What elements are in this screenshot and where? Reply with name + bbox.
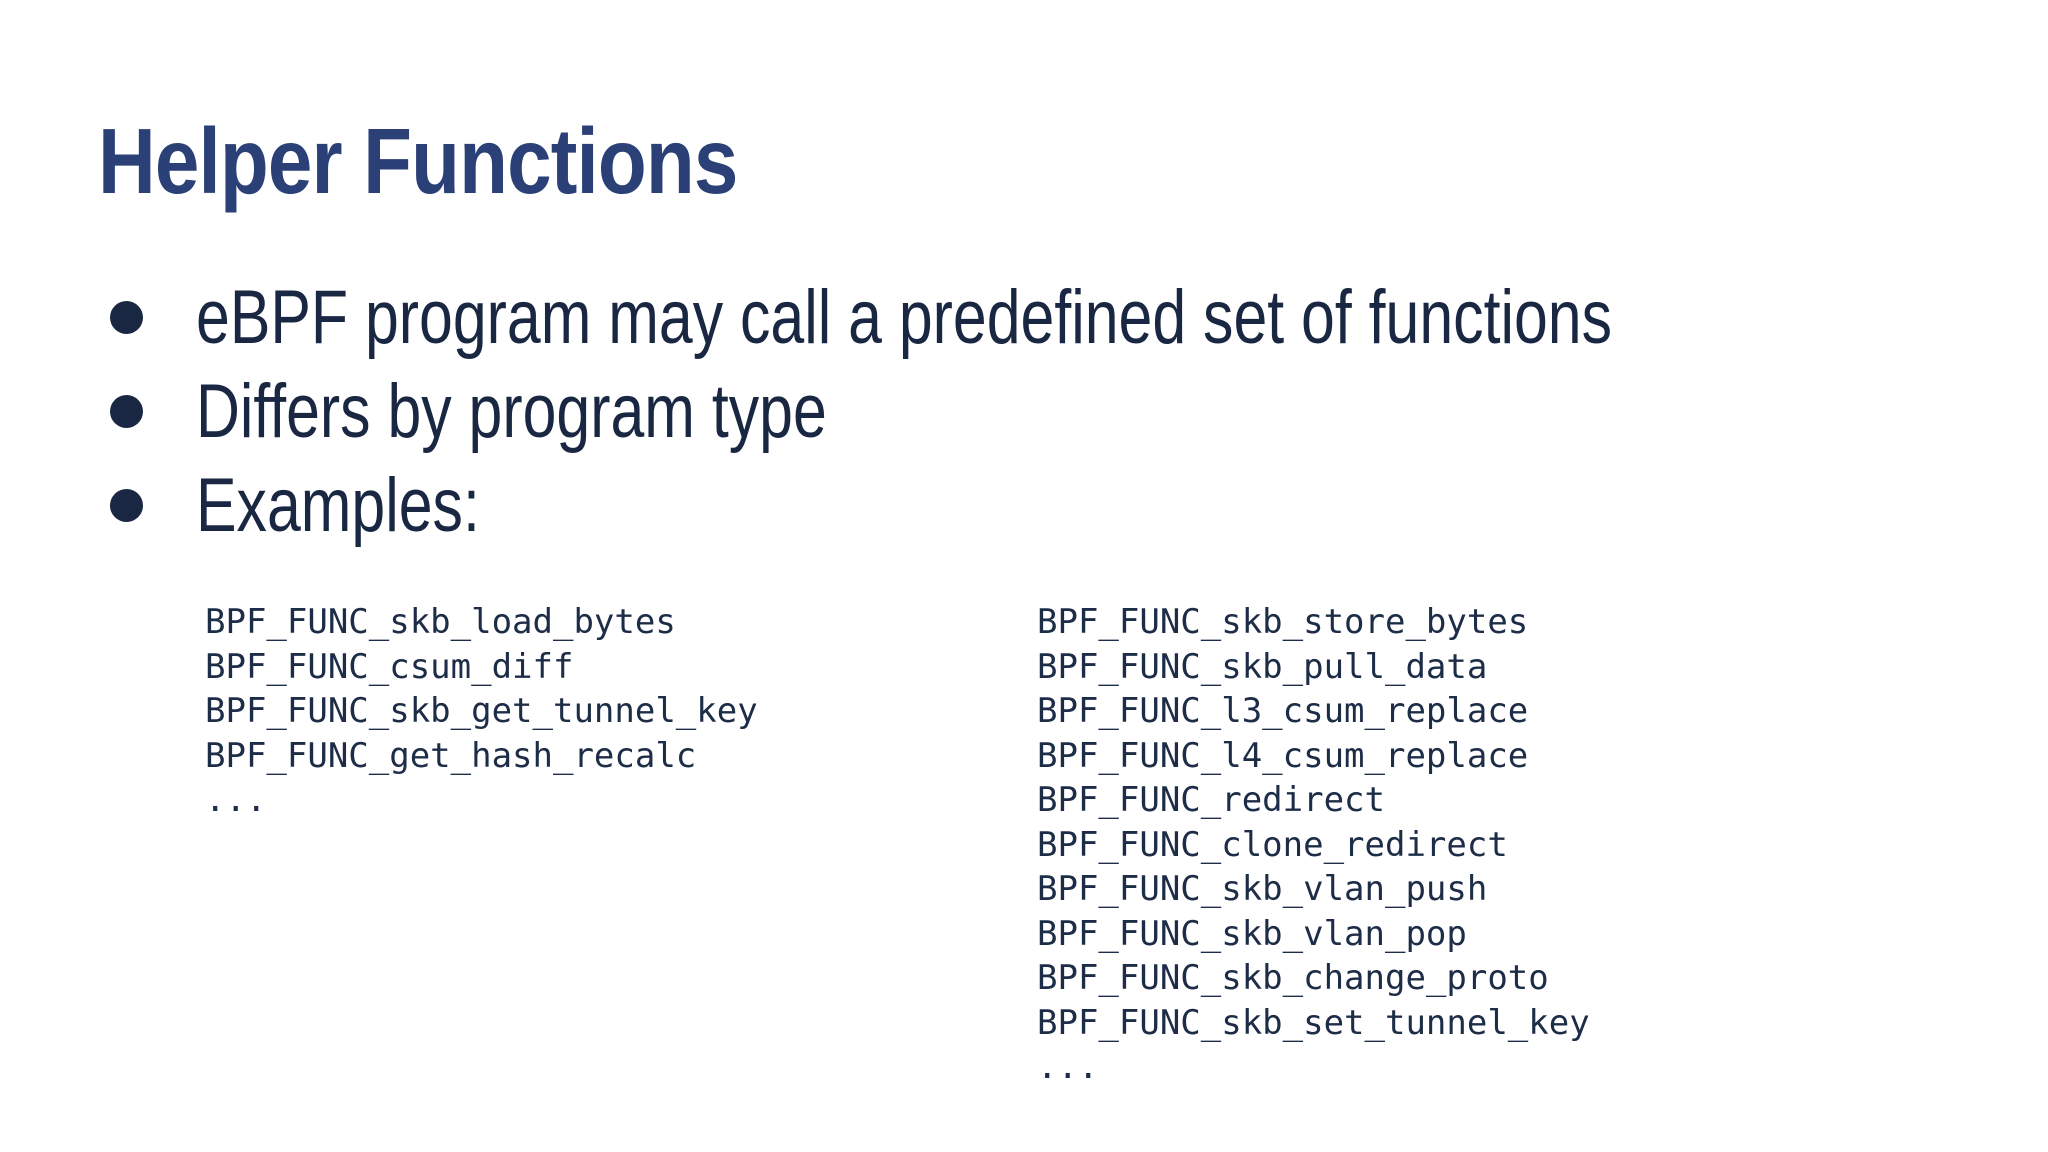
bullet-dot-icon [110,300,143,334]
bullet-dot-icon [110,394,143,428]
bullet-item: eBPF program may call a predefined set o… [110,270,1966,364]
bullet-item: Differs by program type [110,364,1966,458]
bullet-item: Examples: [110,458,1966,552]
slide-title: Helper Functions [98,109,738,213]
helper-function-list-right: BPF_FUNC_skb_store_bytes BPF_FUNC_skb_pu… [1037,602,1590,1087]
bullet-dot-icon [110,488,143,522]
bullet-text: Examples: [196,462,480,548]
bullet-text: eBPF program may call a predefined set o… [196,274,1613,360]
bullet-list: eBPF program may call a predefined set o… [110,270,1966,552]
bullet-text: Differs by program type [196,368,827,454]
helper-function-list-left: BPF_FUNC_skb_load_bytes BPF_FUNC_csum_di… [205,602,758,820]
